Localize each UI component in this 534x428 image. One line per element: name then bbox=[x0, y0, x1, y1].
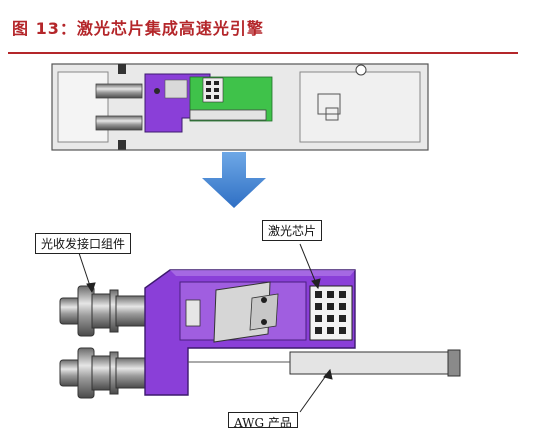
figure-title: 图 13：激光芯片集成高速光引擎 bbox=[12, 19, 264, 38]
callout-arrows bbox=[77, 243, 333, 413]
title-divider bbox=[8, 52, 518, 54]
awg-product-label: AWG 产品 bbox=[228, 412, 298, 428]
pluggable-module-topview bbox=[51, 63, 429, 151]
connector-assembly-label: 光收发接口组件 bbox=[35, 233, 132, 254]
optical-engine-zoom bbox=[59, 269, 461, 399]
laser-chip-label: 激光芯片 bbox=[262, 220, 323, 241]
down-arrow-icon bbox=[202, 152, 266, 208]
